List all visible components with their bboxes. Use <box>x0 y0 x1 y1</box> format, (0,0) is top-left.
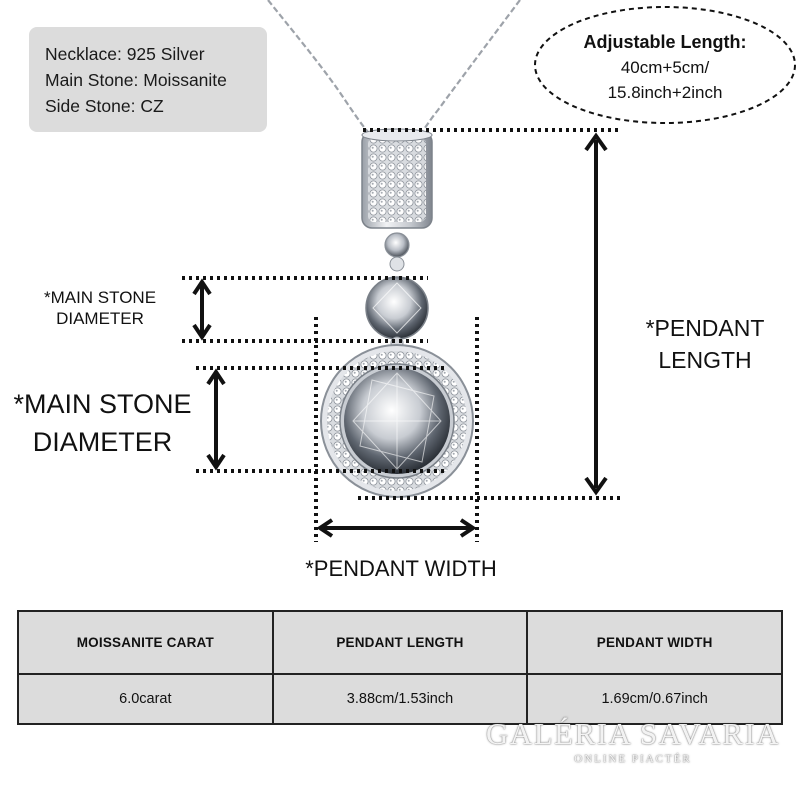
cell-width: 1.69cm/0.67inch <box>526 673 783 725</box>
adjustable-length-inch: 15.8inch+2inch <box>607 83 723 102</box>
dimension-lines <box>182 128 620 542</box>
watermark-main: GALÉRIA SAVARIA <box>485 716 781 751</box>
cell-length: 3.88cm/1.53inch <box>271 673 529 725</box>
middle-stone <box>365 276 429 350</box>
adjustable-length-ellipse <box>534 6 796 124</box>
label-line: *MAIN STONE <box>43 288 157 307</box>
material-specs-box: Necklace: 925 Silver Main Stone: Moissan… <box>29 27 267 132</box>
header-moissanite-carat: MOISSANITE CARAT <box>17 610 274 675</box>
main-stone-diameter-label-small: *MAIN STONE DIAMETER <box>20 287 180 330</box>
label-line: *PENDANT <box>645 315 765 341</box>
connector-stone <box>384 232 410 272</box>
header-pendant-width: PENDANT WIDTH <box>526 610 783 675</box>
watermark-sub: ONLINE PIACTÉR <box>574 753 692 765</box>
pendant-bail <box>361 128 433 229</box>
side-stone-material: Side Stone: CZ <box>45 96 164 116</box>
halo-pendant <box>320 344 474 498</box>
watermark: GALÉRIA SAVARIA ONLINE PIACTÉR <box>478 716 788 766</box>
main-stone-material: Main Stone: Moissanite <box>45 70 227 90</box>
pendant-length-label: *PENDANT LENGTH <box>630 312 780 376</box>
adjustable-length-title: Adjustable Length: <box>583 32 747 52</box>
adjustable-length-cm: 40cm+5cm/ <box>620 58 710 77</box>
label-line: *MAIN STONE <box>13 389 192 419</box>
label-line: DIAMETER <box>56 309 144 329</box>
necklace-chain <box>267 0 521 133</box>
main-stone-diameter-label-large: *MAIN STONE DIAMETER <box>0 385 205 461</box>
cell-carat: 6.0carat <box>17 673 274 725</box>
label-line: DIAMETER <box>32 427 173 457</box>
dimensions-table: MOISSANITE CARAT PENDANT LENGTH PENDANT … <box>17 610 783 725</box>
table-header-row: MOISSANITE CARAT PENDANT LENGTH PENDANT … <box>17 610 783 675</box>
necklace-material: Necklace: 925 Silver <box>45 44 205 64</box>
pendant-width-label: *PENDANT WIDTH <box>305 556 497 581</box>
header-pendant-length: PENDANT LENGTH <box>271 610 529 675</box>
table-row: 6.0carat 3.88cm/1.53inch 1.69cm/0.67inch <box>17 673 783 725</box>
label-line: LENGTH <box>658 347 752 373</box>
adjustable-length-label: Adjustable Length: 40cm+5cm/ 15.8inch+2i… <box>534 8 796 126</box>
